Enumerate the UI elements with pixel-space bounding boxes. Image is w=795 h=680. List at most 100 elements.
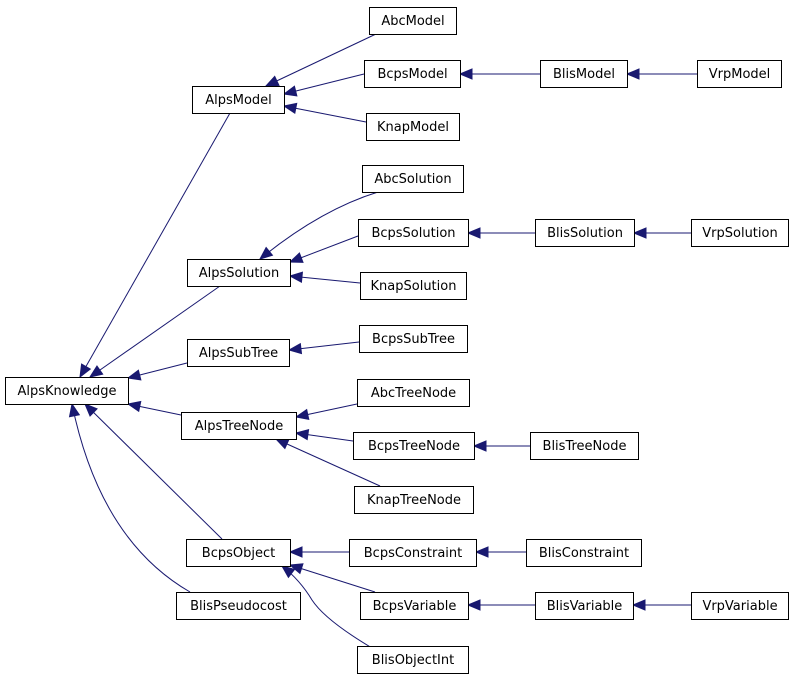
class-box [359,325,468,353]
class-label: BlisObjectInt [372,653,454,668]
class-label: BcpsSubTree [372,332,455,347]
class-node-vrp-variable[interactable]: VrpVariable [691,592,789,620]
class-node-bcps-tree-node[interactable]: BcpsTreeNode [353,432,475,460]
class-label: VrpSolution [702,226,777,241]
class-node-bcps-model[interactable]: BcpsModel [364,60,461,88]
inheritance-arrowhead [68,402,81,418]
class-node-knap-solution[interactable]: KnapSolution [360,272,467,300]
edge-line [265,33,377,87]
inheritance-arrowhead [126,400,142,413]
inheritance-arrowhead [88,365,104,378]
class-node-knap-tree-node[interactable]: KnapTreeNode [354,486,474,514]
edge-knap-solution-to-alps-solution [288,271,361,284]
inheritance-arrowhead [126,369,142,381]
edge-alps-tree-node-to-alps-knowledge [126,400,182,416]
class-node-bcps-object[interactable]: BcpsObject [186,539,291,567]
inheritance-arrowhead [466,227,481,239]
edge-line [89,285,221,378]
edge-vrp-model-to-blis-model [625,68,697,80]
class-box [186,539,291,567]
class-node-alps-knowledge[interactable]: AlpsKnowledge [5,377,129,405]
class-label: AlpsSubTree [199,346,278,361]
class-label: BlisSolution [547,226,623,241]
class-label: AlpsTreeNode [195,419,284,434]
class-node-knap-model[interactable]: KnapModel [366,113,460,141]
class-box [187,339,290,367]
edge-blis-solution-to-bcps-solution [466,227,535,239]
class-label: BlisModel [553,67,615,82]
class-box [360,592,469,620]
class-box [691,219,789,247]
class-node-alps-sub-tree[interactable]: AlpsSubTree [187,339,290,367]
edge-bcps-model-to-alps-model [282,73,365,97]
class-box [357,379,470,407]
inheritance-arrowhead [288,252,304,263]
class-node-blis-tree-node[interactable]: BlisTreeNode [530,432,639,460]
class-label: AbcModel [381,14,444,29]
class-node-vrp-solution[interactable]: VrpSolution [691,219,789,247]
inheritance-arrowhead [294,408,310,421]
inheritance-arrowhead [282,102,298,115]
class-label: KnapTreeNode [367,493,461,508]
class-box [353,432,475,460]
inheritance-arrowhead [258,246,274,260]
inheritance-arrowhead [288,271,304,283]
class-box [366,113,460,141]
class-node-blis-object-int[interactable]: BlisObjectInt [357,646,469,674]
class-label: VrpVariable [702,599,777,614]
inheritance-arrowhead [288,546,303,558]
class-box [364,60,461,88]
class-node-alps-model[interactable]: AlpsModel [192,86,285,114]
class-node-abc-tree-node[interactable]: AbcTreeNode [357,379,470,407]
edge-alps-solution-to-alps-knowledge [88,285,221,378]
class-box [526,539,642,567]
class-box [540,60,628,88]
edge-line [84,403,223,540]
class-label: AlpsKnowledge [18,384,117,399]
inheritance-arrowhead [79,363,92,379]
class-node-bcps-variable[interactable]: BcpsVariable [360,592,469,620]
inheritance-arrowhead [466,599,481,611]
class-label: BlisVariable [547,599,623,614]
inheritance-arrowhead [274,438,290,450]
inheritance-arrowhead [458,68,473,80]
edge-line [281,565,373,649]
edge-line [289,564,376,593]
class-node-bcps-constraint[interactable]: BcpsConstraint [349,539,477,567]
edge-line [275,438,381,487]
inheritance-arrowhead [264,75,280,87]
class-node-bcps-sub-tree[interactable]: BcpsSubTree [359,325,468,353]
class-box [530,432,639,460]
edge-blis-constraint-to-bcps-constraint [474,546,526,558]
class-label: BlisPseudocost [190,599,287,614]
class-node-alps-tree-node[interactable]: AlpsTreeNode [181,412,297,440]
class-node-vrp-model[interactable]: VrpModel [697,60,782,88]
class-node-blis-model[interactable]: BlisModel [540,60,628,88]
class-node-blis-variable[interactable]: BlisVariable [535,592,634,620]
class-box [691,592,789,620]
edge-bcps-object-to-alps-knowledge [84,403,223,540]
class-box [5,377,129,405]
class-box [357,646,469,674]
class-box [176,592,301,620]
class-node-blis-constraint[interactable]: BlisConstraint [526,539,642,567]
class-node-abc-model[interactable]: AbcModel [369,7,457,35]
class-box [369,7,457,35]
inheritance-arrowhead [84,403,98,417]
class-node-bcps-solution[interactable]: BcpsSolution [358,219,469,247]
class-box [181,412,297,440]
class-node-blis-solution[interactable]: BlisSolution [535,219,635,247]
class-label: BcpsModel [377,67,447,82]
class-box [360,272,467,300]
class-box [362,165,464,193]
class-node-blis-pseudocost[interactable]: BlisPseudocost [176,592,301,620]
edge-abc-model-to-alps-model [264,33,377,87]
class-node-alps-solution[interactable]: AlpsSolution [187,259,291,287]
inheritance-arrowhead [280,565,296,579]
edge-abc-tree-node-to-alps-tree-node [294,403,358,421]
class-box [358,219,469,247]
edge-bcps-solution-to-alps-solution [288,235,359,263]
class-node-abc-solution[interactable]: AbcSolution [362,165,464,193]
edge-knap-tree-node-to-alps-tree-node [274,438,381,487]
edge-blis-tree-node-to-bcps-tree-node [472,440,530,452]
